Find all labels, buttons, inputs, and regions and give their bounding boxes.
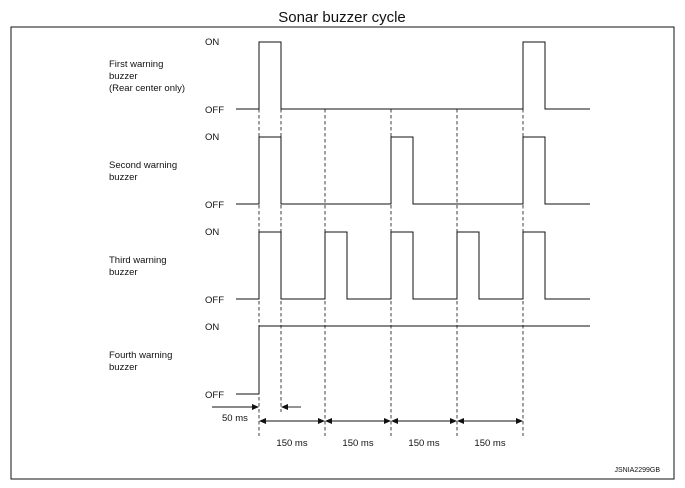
third-buzzer-name: Third warning buzzer	[109, 255, 169, 278]
first-buzzer-name: First warning buzzer (Rear center only)	[109, 59, 185, 94]
pulse-width-dimension	[212, 404, 301, 410]
diagram-title: Sonar buzzer cycle	[278, 9, 406, 26]
second-buzzer-off-label: OFF	[205, 200, 224, 211]
second-buzzer-name: Second warning buzzer	[109, 160, 180, 183]
first-buzzer-on-label: ON	[205, 37, 219, 48]
first-buzzer-waveform	[236, 41, 590, 110]
cycle-label-2: 150 ms	[342, 438, 373, 449]
fourth-buzzer-name: Fourth warning buzzer	[109, 350, 175, 373]
pulse-width-label: 50 ms	[222, 413, 248, 424]
cycle-dimension-2	[325, 418, 391, 424]
cycle-dimension-1	[259, 418, 325, 424]
third-buzzer-on-label: ON	[205, 227, 219, 238]
diagram-frame	[10, 26, 675, 480]
cycle-label-1: 150 ms	[276, 438, 307, 449]
cycle-dimension-3	[391, 418, 457, 424]
figure-code: JSNIA2299GB	[614, 467, 660, 474]
cycle-label-4: 150 ms	[474, 438, 505, 449]
cycle-label-3: 150 ms	[408, 438, 439, 449]
second-buzzer-waveform	[236, 136, 590, 205]
third-buzzer-waveform	[236, 231, 590, 300]
fourth-buzzer-on-label: ON	[205, 322, 219, 333]
cycle-dimension-4	[457, 418, 523, 424]
second-buzzer-on-label: ON	[205, 132, 219, 143]
first-buzzer-off-label: OFF	[205, 105, 224, 116]
fourth-buzzer-off-label: OFF	[205, 390, 224, 401]
third-buzzer-off-label: OFF	[205, 295, 224, 306]
fourth-buzzer-waveform	[236, 325, 590, 395]
